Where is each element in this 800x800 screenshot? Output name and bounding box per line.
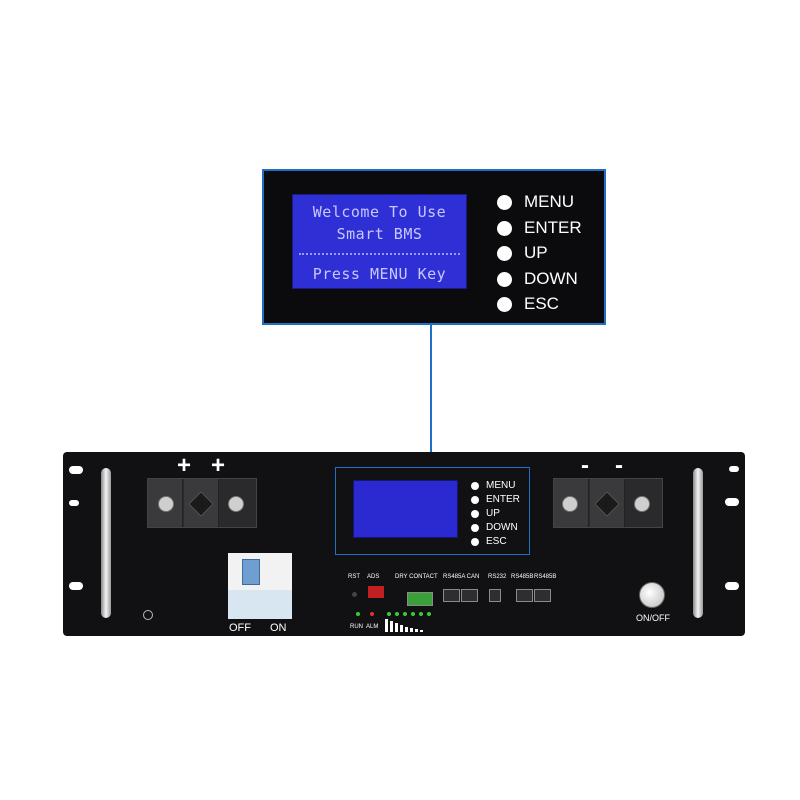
rst-label: RST bbox=[348, 574, 360, 580]
menu-button[interactable]: MENU bbox=[497, 192, 574, 212]
up-button[interactable]: UP bbox=[497, 243, 548, 263]
breaker-on-label: ON bbox=[270, 622, 287, 634]
soc-led bbox=[411, 612, 415, 616]
battery-rack-unit: + + - - MENU ENTER UP DOWN ESC OFF ON RS… bbox=[63, 452, 745, 636]
unit-menu-button[interactable]: MENU bbox=[471, 480, 515, 491]
reset-button[interactable] bbox=[352, 592, 357, 597]
bolt-icon bbox=[634, 496, 650, 512]
esc-button[interactable]: ESC bbox=[497, 294, 559, 314]
bolt-icon bbox=[562, 496, 578, 512]
unit-enter-button[interactable]: ENTER bbox=[471, 494, 520, 505]
bolt-icon bbox=[158, 496, 174, 512]
soc-led bbox=[395, 612, 399, 616]
unit-lcd-display bbox=[353, 480, 458, 538]
button-dot-icon bbox=[471, 509, 479, 518]
button-dot-icon bbox=[497, 220, 512, 236]
rs485b-label-2: RS485B bbox=[534, 574, 557, 580]
callout-connector-line bbox=[430, 325, 432, 467]
alm-label: ALM bbox=[366, 624, 379, 630]
breaker-off-label: OFF bbox=[229, 622, 251, 634]
mount-hole bbox=[729, 466, 739, 472]
run-led bbox=[356, 612, 360, 616]
soc-led bbox=[403, 612, 407, 616]
mount-hole bbox=[725, 582, 739, 590]
circuit-breaker-switch[interactable] bbox=[228, 553, 292, 619]
run-label: RUN bbox=[350, 624, 363, 630]
dry-contact-connector[interactable] bbox=[407, 592, 433, 606]
ads-label: ADS bbox=[367, 574, 380, 580]
negative-sign: - bbox=[581, 452, 589, 479]
left-handle[interactable] bbox=[101, 468, 111, 618]
unit-esc-button[interactable]: ESC bbox=[471, 536, 507, 547]
lcd-display: Welcome To Use Smart BMS Press MENU Key bbox=[292, 194, 467, 289]
can-port[interactable] bbox=[461, 589, 478, 602]
breaker-lever[interactable] bbox=[242, 559, 260, 585]
dry-contact-label: DRY CONTACT bbox=[395, 574, 438, 580]
unit-control-panel: MENU ENTER UP DOWN ESC bbox=[335, 467, 530, 555]
button-dot-icon bbox=[471, 537, 479, 546]
mount-hole bbox=[69, 466, 83, 474]
rs485a-can-label: RS485A CAN bbox=[443, 574, 480, 580]
button-dot-icon bbox=[497, 245, 512, 261]
mount-hole bbox=[69, 500, 79, 506]
soc-led bbox=[419, 612, 423, 616]
rs232-port[interactable] bbox=[489, 589, 501, 602]
alarm-led bbox=[370, 612, 374, 616]
button-dot-icon bbox=[471, 481, 479, 490]
rs485b-port-2[interactable] bbox=[534, 589, 551, 602]
lcd-line-2: Smart BMS bbox=[336, 225, 423, 243]
soc-led bbox=[387, 612, 391, 616]
positive-sign: + bbox=[177, 452, 192, 479]
soc-led bbox=[427, 612, 431, 616]
zoomed-control-panel: Welcome To Use Smart BMS Press MENU Key … bbox=[262, 169, 606, 325]
lcd-divider bbox=[299, 253, 460, 255]
negative-terminal-block[interactable] bbox=[553, 478, 663, 528]
button-dot-icon bbox=[497, 194, 512, 210]
mount-hole bbox=[69, 582, 83, 590]
power-button-label: ON/OFF bbox=[636, 613, 670, 623]
rs485b-label-1: RS485B bbox=[511, 574, 534, 580]
button-dot-icon bbox=[471, 523, 479, 532]
ground-icon bbox=[143, 610, 153, 620]
down-button[interactable]: DOWN bbox=[497, 269, 578, 289]
unit-down-button[interactable]: DOWN bbox=[471, 522, 518, 533]
positive-terminal-block[interactable] bbox=[147, 478, 257, 528]
address-dip-switch[interactable] bbox=[368, 586, 384, 598]
button-dot-icon bbox=[497, 296, 512, 312]
rs485b-port-1[interactable] bbox=[516, 589, 533, 602]
bolt-icon bbox=[228, 496, 244, 512]
capacity-bars-icon bbox=[385, 619, 425, 632]
lcd-line-3: Press MENU Key bbox=[312, 265, 447, 283]
rs232-label: RS232 bbox=[488, 574, 507, 580]
button-dot-icon bbox=[497, 271, 512, 287]
enter-button[interactable]: ENTER bbox=[497, 218, 582, 238]
button-dot-icon bbox=[471, 495, 479, 504]
positive-sign: + bbox=[211, 452, 226, 479]
lcd-line-1: Welcome To Use bbox=[312, 203, 447, 221]
rs485a-port[interactable] bbox=[443, 589, 460, 602]
negative-sign: - bbox=[615, 452, 623, 479]
unit-up-button[interactable]: UP bbox=[471, 508, 500, 519]
mount-hole bbox=[725, 498, 739, 506]
right-handle[interactable] bbox=[693, 468, 703, 618]
power-button[interactable] bbox=[639, 582, 665, 608]
